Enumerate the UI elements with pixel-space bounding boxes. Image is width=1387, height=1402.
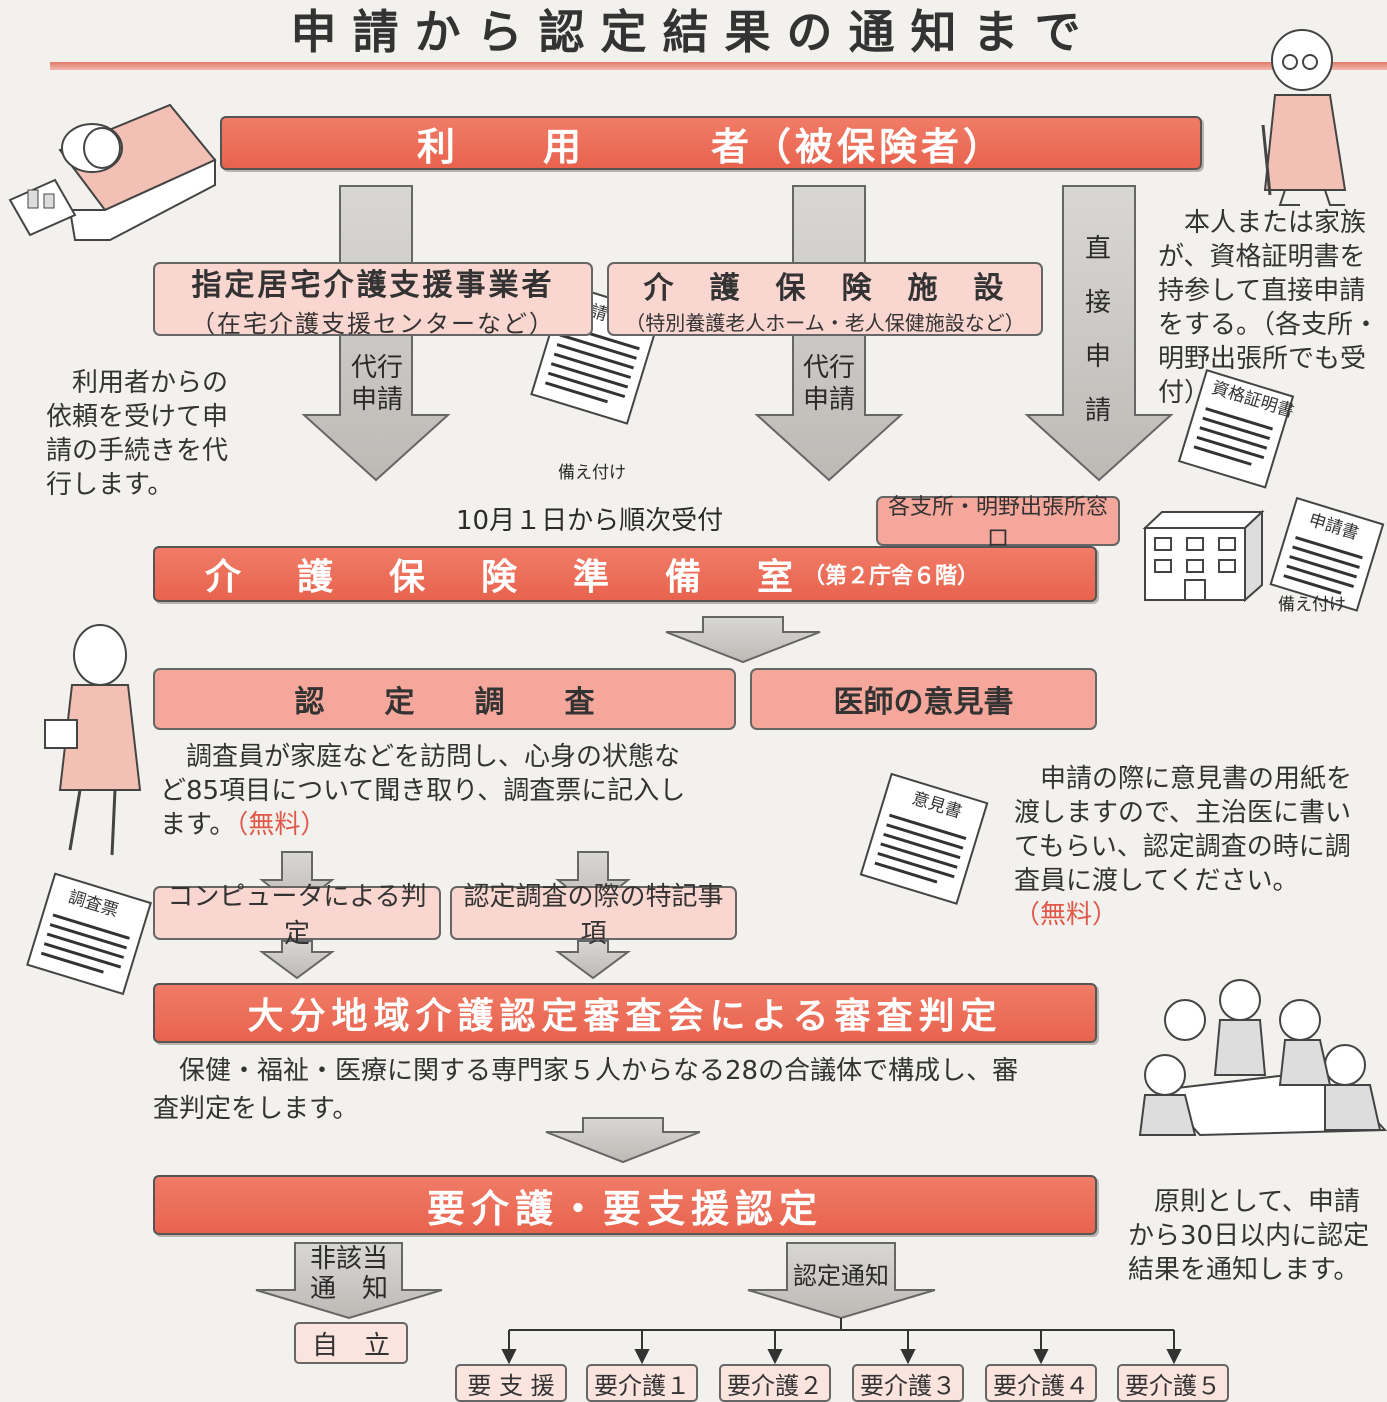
prep-room-bar: 介 護 保 険 準 備 室 （第２庁舎６階） — [153, 546, 1097, 602]
facility-box: 介 護 保 険 施 設 （特別養護老人ホーム・老人保健施設など） — [607, 262, 1043, 336]
level-branch-arrows — [501, 1330, 1182, 1365]
office-building-icon — [1142, 509, 1265, 603]
user-bar: 利 用 者（被保険者） — [220, 116, 1202, 170]
survey-box: 認 定 調 査 — [153, 668, 736, 730]
branch-window-label: 各支所・明野出張所窓口 — [887, 495, 1108, 552]
facility-title: 介 護 保 険 施 設 — [643, 270, 1007, 306]
surveyor-illustration — [44, 624, 142, 856]
certificate-icon: 資格証明書 — [1177, 369, 1296, 489]
level-label: 要 支 援 — [467, 1371, 555, 1400]
doctor-description: 申請の際に意見書の用紙を 渡しますので、主治医に書い てもらい、認定調査の時に調… — [1014, 762, 1387, 932]
computer-judgment-label: コンピュータによる判定 — [167, 882, 427, 949]
independent-box: 自 立 — [294, 1322, 408, 1364]
review-description: 保健・福祉・医療に関する専門家５人からなる28の合議体で構成し、審 査判定をしま… — [153, 1056, 1019, 1124]
arrow-to-review-2 — [554, 940, 632, 980]
special-notes-label: 認定調査の際の特記事項 — [463, 882, 724, 949]
prepared-label-1: 備え付け — [558, 463, 626, 483]
not-applicable-label: 非該当 通 知 — [309, 1244, 388, 1304]
level-label: 要介護２ — [727, 1371, 823, 1400]
prep-room-label: 介 護 保 険 準 備 室 — [205, 557, 804, 598]
independent-label: 自 立 — [311, 1330, 390, 1361]
level-label: 要介護３ — [860, 1371, 956, 1400]
provider-box: 指定居宅介護支援事業者 （在宅介護支援センターなど） — [153, 262, 593, 338]
arrow-to-certification — [545, 1117, 701, 1164]
direct-note: 本人または家族 が、資格証明書を 持参して直接申請 をする。（各支所・ 明野出張… — [1158, 208, 1380, 408]
level-support: 要 支 援 — [455, 1364, 567, 1402]
user-bar-label: 利 用 者（被保険者） — [416, 124, 1005, 169]
page-title: 申請から認定結果の通知まで — [290, 5, 1097, 59]
certification-title: 要介護・要支援認定 — [426, 1186, 823, 1231]
survey-title: 認 定 調 査 — [294, 685, 595, 720]
cert-notice-label: 認定通知 — [793, 1262, 889, 1290]
review-title: 大分地域介護認定審査会による審査判定 — [247, 996, 1003, 1037]
prepared-label-2: 備え付け — [1278, 595, 1346, 615]
cert-notice-arrow — [747, 1242, 936, 1320]
level-care-3: 要介護３ — [852, 1364, 964, 1402]
committee-meeting-illustration — [1138, 979, 1387, 1137]
bedridden-person-illustration — [8, 103, 217, 241]
prep-room-note: （第２庁舎６階） — [803, 564, 980, 589]
level-care-1: 要介護１ — [586, 1364, 698, 1402]
provider-subtitle: （在宅介護支援センターなど） — [191, 309, 555, 338]
certification-bar: 要介護・要支援認定 — [153, 1175, 1097, 1235]
survey-description: 調査員が家庭などを訪問し、心身の状態な ど85項目について聞き取り、調査票に記入… — [160, 740, 740, 842]
level-label: 要介護４ — [993, 1371, 1089, 1400]
survey-form-icon: 調査票 — [26, 872, 153, 996]
level-label: 要介護５ — [1125, 1371, 1221, 1400]
direct-arrow — [1024, 185, 1174, 482]
level-care-4: 要介護４ — [985, 1364, 1097, 1402]
proxy-label-2: 代行 申請 — [802, 353, 855, 415]
level-care-2: 要介護２ — [719, 1364, 831, 1402]
direct-application-label: 直 接 申 請 — [1084, 234, 1111, 426]
opinion-form-icon: 意見書 — [859, 772, 989, 905]
survey-text: 調査員が家庭などを訪問し、心身の状態な ど85項目について聞き取り、調査票に記入… — [160, 742, 686, 840]
level-care-5: 要介護５ — [1117, 1364, 1229, 1402]
arrow-to-survey — [665, 616, 821, 664]
proxy-note: 利用者からの 依頼を受けて申 請の手続きを代 行します。 — [46, 368, 229, 500]
survey-free-note: （無料） — [235, 810, 327, 840]
branch-window-box: 各支所・明野出張所窓口 — [876, 495, 1120, 552]
arrow-to-review-1 — [258, 940, 336, 980]
computer-judgment-box: コンピュータによる判定 — [153, 882, 441, 949]
reception-start: 10月１日から順次受付 — [456, 506, 724, 536]
certification-note: 原則として、申請 から30日以内に認定 結果を通知します。 — [1128, 1187, 1370, 1285]
level-label: 要介護１ — [594, 1371, 690, 1400]
review-bar: 大分地域介護認定審査会による審査判定 — [153, 983, 1097, 1043]
not-applicable-arrow — [255, 1242, 443, 1320]
provider-title: 指定居宅介護支援事業者 — [191, 267, 555, 303]
elderly-person-illustration — [1261, 29, 1347, 206]
doctor-text: 申請の際に意見書の用紙を 渡しますので、主治医に書い てもらい、認定調査の時に調… — [1014, 764, 1353, 896]
doctor-free-note: （無料） — [1014, 900, 1119, 930]
application-form-icon-2: 申請書 — [1269, 496, 1385, 612]
special-notes-box: 認定調査の際の特記事項 — [450, 882, 737, 949]
doctor-opinion-box: 医師の意見書 — [750, 668, 1097, 730]
title-underline — [50, 62, 1387, 70]
facility-subtitle: （特別養護老人ホーム・老人保健施設など） — [625, 310, 1025, 335]
doctor-opinion-title: 医師の意見書 — [833, 685, 1014, 720]
proxy-label-1: 代行 申請 — [350, 353, 403, 415]
